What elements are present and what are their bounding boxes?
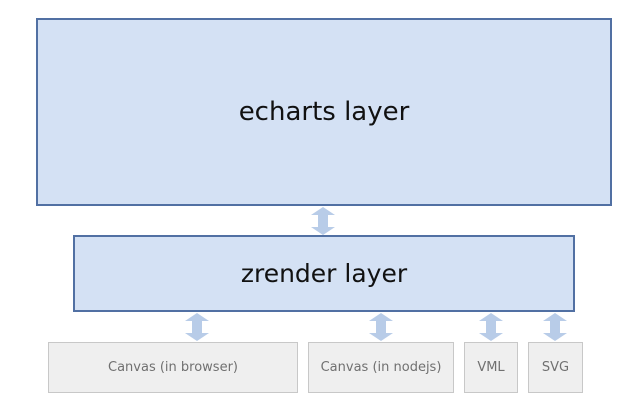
zrender-layer-box: zrender layer bbox=[73, 235, 575, 312]
canvas-nodejs-renderer-box: Canvas (in nodejs) bbox=[308, 342, 454, 393]
double-arrow-vertical-icon bbox=[185, 313, 209, 341]
echarts-layer-label: echarts layer bbox=[238, 97, 410, 127]
svg-renderer-label: SVG bbox=[541, 360, 570, 375]
double-arrow-vertical-icon bbox=[369, 313, 393, 341]
zrender-layer-label: zrender layer bbox=[240, 259, 408, 288]
canvas-nodejs-renderer-label: Canvas (in nodejs) bbox=[320, 360, 442, 375]
canvas-browser-renderer-label: Canvas (in browser) bbox=[108, 360, 238, 375]
vml-renderer-label: VML bbox=[477, 360, 505, 375]
svg-renderer-box: SVG bbox=[528, 342, 583, 393]
echarts-layer-box: echarts layer bbox=[36, 18, 612, 206]
double-arrow-vertical-icon bbox=[543, 313, 567, 341]
canvas-browser-renderer-box: Canvas (in browser) bbox=[48, 342, 298, 393]
double-arrow-vertical-icon bbox=[311, 207, 335, 235]
vml-renderer-box: VML bbox=[464, 342, 518, 393]
double-arrow-vertical-icon bbox=[479, 313, 503, 341]
